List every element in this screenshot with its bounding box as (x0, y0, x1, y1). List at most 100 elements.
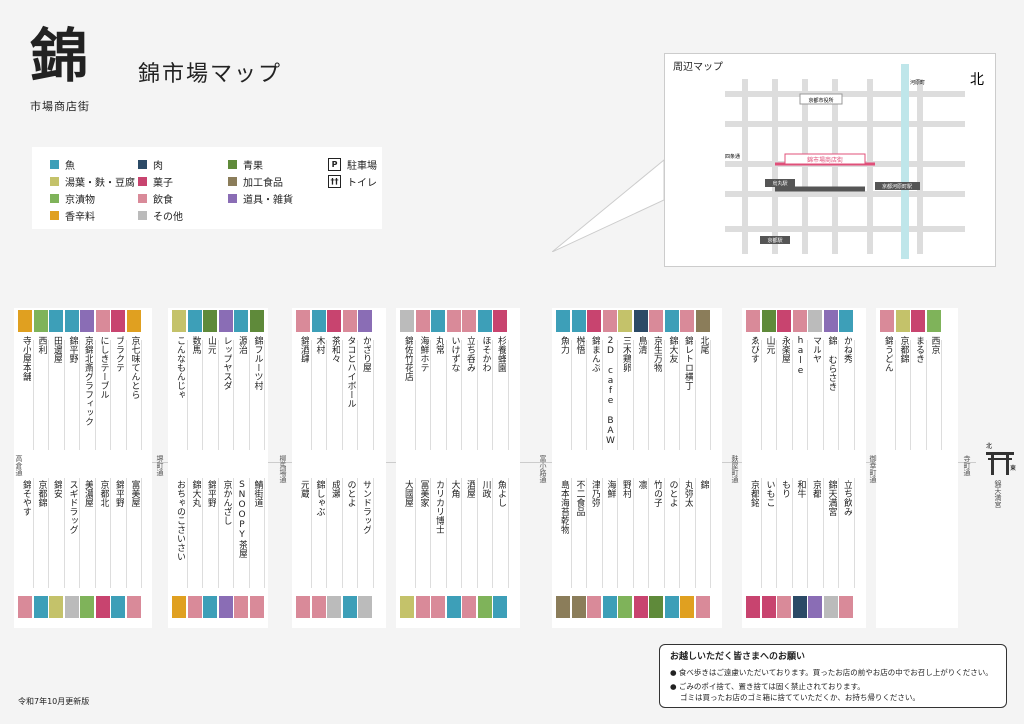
shop-name: 山元 (206, 336, 216, 354)
shop-name: 錦しゃぶ (314, 480, 325, 516)
market-block (14, 308, 152, 628)
street-label: 御幸町通 (869, 455, 877, 483)
shop-name: 茶和々 (330, 336, 340, 363)
shop-name: 大角 (449, 480, 460, 498)
shop-divider (586, 478, 587, 588)
shop-category-tag (477, 596, 492, 618)
shop-divider (430, 340, 431, 450)
shop-divider (648, 340, 649, 450)
shop-name: 島本海苔乾物 (559, 480, 569, 534)
shop-divider (632, 340, 634, 450)
shop-name: のとよ (345, 480, 356, 507)
shop-category-tag (234, 596, 248, 618)
shop-divider (94, 340, 96, 450)
shop-name: 錦 (698, 480, 709, 489)
shop-category-tag (664, 596, 679, 618)
shop-category-tag (203, 310, 217, 332)
shop-divider (507, 340, 509, 450)
shop-divider (233, 478, 234, 588)
shop-divider (445, 478, 447, 588)
shop-category-tag (911, 310, 925, 332)
shop-divider (791, 340, 793, 450)
shop-divider (63, 478, 65, 588)
shop-divider (838, 340, 839, 450)
shop-name: 田邊屋 (52, 336, 62, 363)
shop-category-tag (415, 596, 430, 618)
shop-category-tag (187, 310, 202, 332)
shop-category-tag (446, 310, 461, 332)
legend-swatch (50, 211, 59, 220)
legend-label: トイレ (347, 178, 377, 189)
shop-divider (663, 478, 665, 588)
shop-category-tag (327, 596, 341, 618)
area-map-compass: 北 (970, 72, 984, 88)
shop-divider (617, 478, 618, 588)
shop-divider (79, 340, 80, 450)
shop-name: 凛 (636, 480, 647, 489)
shop-name: にしきテーブル (98, 336, 109, 399)
shop-category-tag (602, 596, 617, 618)
shop-divider (853, 478, 855, 588)
legend-swatch (138, 194, 147, 203)
shop-name: 酒屋 (465, 480, 475, 498)
street-label: 麩屋町通 (731, 455, 739, 483)
shop-name: 京生万物 (652, 336, 662, 372)
shop-divider (760, 478, 762, 588)
shop-name: 錦 むらさき (826, 336, 837, 391)
shop-name: 野村 (621, 480, 631, 498)
shop-category-tag (95, 310, 110, 332)
shop-name: 桝悟 (574, 336, 585, 354)
legend-swatch (138, 160, 147, 169)
shop-category-tag (172, 596, 186, 618)
shop-divider (853, 340, 855, 450)
shop-category-tag (296, 310, 310, 332)
shop-divider (141, 478, 142, 588)
legend-label: 肉 (153, 161, 163, 172)
legend-swatch (228, 160, 237, 169)
shop-name: 錦平野 (67, 336, 78, 363)
shop-category-tag (358, 310, 372, 332)
shop-category-tag (746, 596, 760, 618)
shop-name: hale (795, 336, 806, 376)
shop-name: 三木鶏卵 (621, 336, 631, 372)
legend-label: 湯葉・麩・豆腐 (65, 178, 135, 189)
shop-name: 川政 (480, 480, 491, 498)
shop-category-tag (571, 310, 586, 332)
shop-divider (63, 340, 65, 450)
street-label: 富小路通 (539, 455, 547, 483)
shop-name: 京都銘 (749, 480, 759, 507)
shop-name: のとよ (667, 480, 678, 507)
shop-category-tag (746, 310, 760, 332)
shop-name: 富美屋 (129, 480, 140, 507)
shop-category-tag (218, 310, 233, 332)
street-label: 高倉通 (15, 455, 23, 476)
shop-divider (925, 340, 927, 450)
shop-category-tag (187, 596, 202, 618)
shop-name: 西利 (36, 336, 47, 354)
shop-category-tag (311, 310, 326, 332)
shop-category-tag (49, 310, 63, 332)
shop-name: 錦そやす (21, 480, 31, 516)
shop-divider (310, 478, 312, 588)
shop-category-tag (415, 310, 430, 332)
street-label: 堺町通 (156, 455, 164, 476)
shop-category-tag (477, 310, 492, 332)
shop-name: スギドラッグ (67, 480, 78, 534)
shop-name: 錦天満宮 (826, 480, 837, 516)
shop-divider (679, 478, 680, 588)
shop-category-tag (80, 596, 94, 618)
legend-swatch (138, 177, 147, 186)
legend-item: 飲食 (138, 191, 173, 206)
shop-divider (357, 340, 358, 450)
shop-category-tag (49, 596, 63, 618)
shop-divider (570, 478, 572, 588)
shop-name: 成瀬 (330, 480, 340, 498)
shop-name: おちゃのこさいさい (175, 480, 185, 561)
shop-divider (694, 340, 696, 450)
shop-name: 錦レトロ横丁 (683, 336, 693, 390)
shop-divider (760, 340, 762, 450)
area-map-label: 四条通 (725, 153, 740, 160)
shop-category-tag (823, 596, 838, 618)
shop-category-tag (400, 596, 414, 618)
shop-divider (807, 340, 808, 450)
